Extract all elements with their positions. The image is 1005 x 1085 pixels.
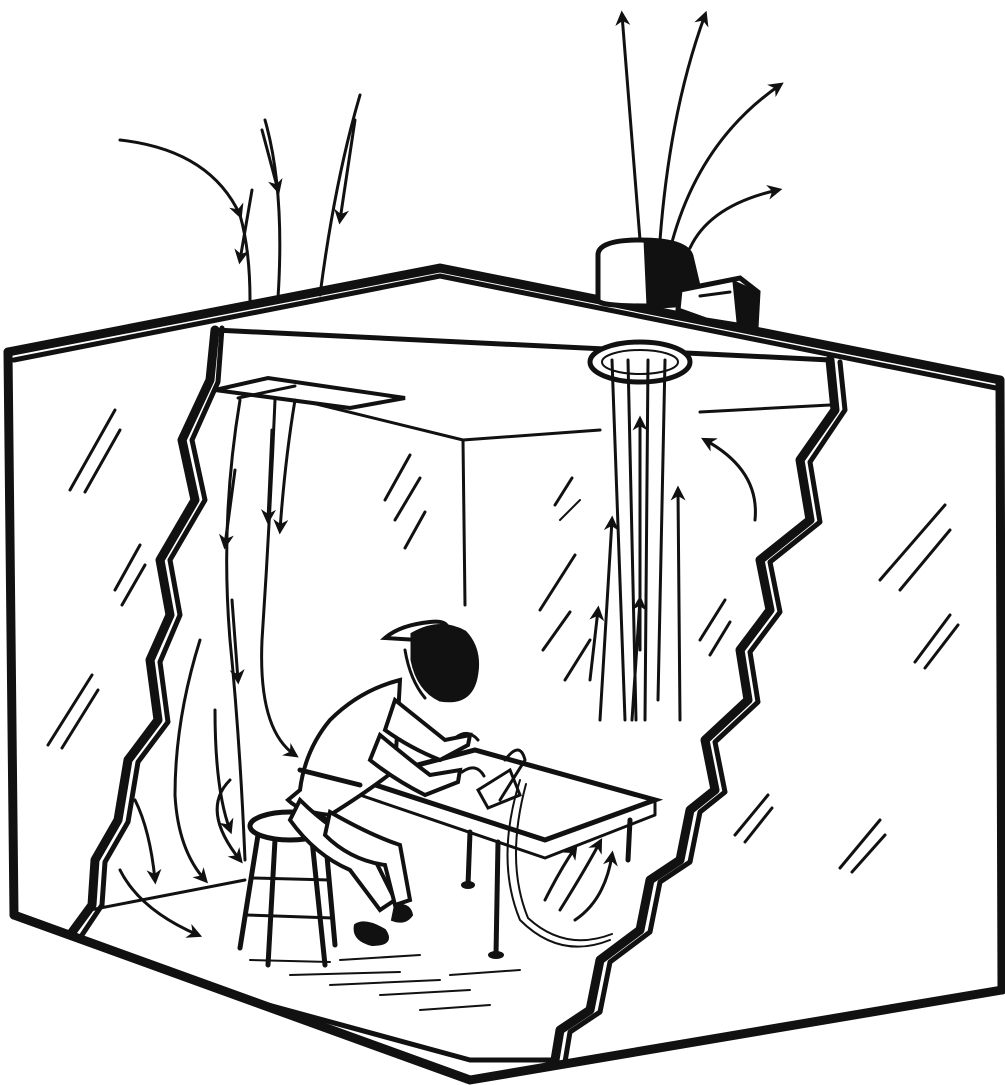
- cutaway-right-edge: [555, 360, 845, 1062]
- cutaway-left-edge: [70, 328, 222, 938]
- floor-shading: [250, 955, 520, 1010]
- incoming-air-arrows: [120, 95, 360, 300]
- exhaust-air-arrows: [622, 15, 780, 248]
- intake-ceiling-vent: [215, 378, 405, 408]
- downdraft-arrows: [120, 400, 295, 935]
- room-box-outline: [8, 268, 1002, 1080]
